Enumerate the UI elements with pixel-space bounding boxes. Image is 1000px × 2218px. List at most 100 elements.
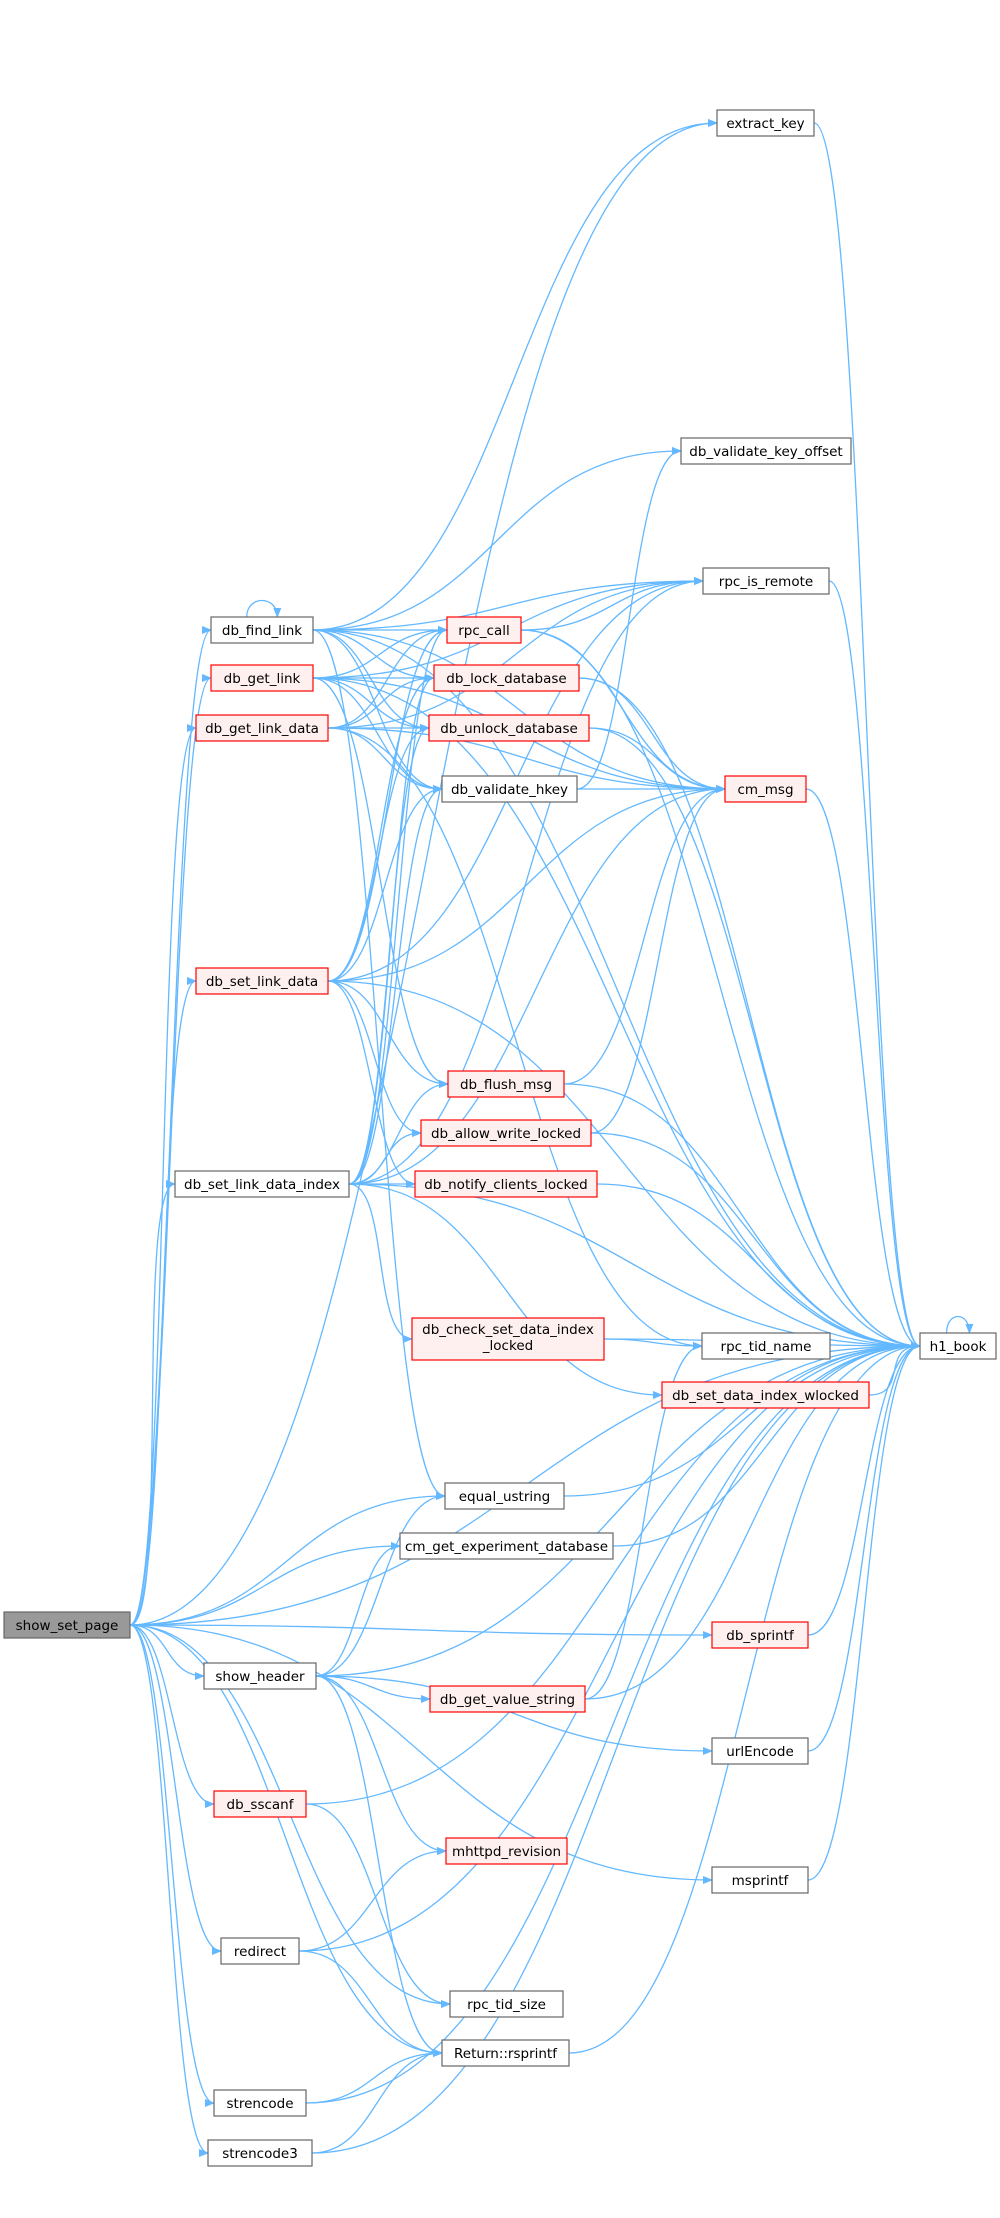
node-db-get-value-string[interactable]: db_get_value_string [429, 1685, 586, 1713]
node-db-flush-msg[interactable]: db_flush_msg [447, 1070, 565, 1098]
edge-cm-get-experiment-database-to-h1-book [612, 1342, 921, 1547]
node-db-lock-database[interactable]: db_lock_database [433, 664, 580, 692]
edge-db-find-link-to-db-validate-key-offset [312, 447, 682, 631]
node-db-find-link[interactable]: db_find_link [210, 616, 314, 644]
edge-db-allow-write-locked-to-h1-book [590, 1132, 921, 1350]
node-box [399, 1532, 614, 1560]
node-show-set-page[interactable]: show_set_page [3, 1611, 131, 1639]
node-rpc-is-remote[interactable]: rpc_is_remote [702, 567, 830, 595]
node-label: show_set_page [16, 1618, 119, 1634]
edge-db-set-link-data-index-to-rpc-is-remote [348, 577, 704, 1185]
node-db-sprintf[interactable]: db_sprintf [711, 1621, 809, 1649]
node-box [414, 1170, 598, 1198]
edge-db-get-link-data-to-rpc-tid-name [327, 727, 703, 1350]
node-label: extract_key [726, 116, 804, 132]
node-db-check-set-data-index-locked[interactable]: db_check_set_data_index_locked [411, 1317, 605, 1361]
node-db-set-link-data-index[interactable]: db_set_link_data_index [174, 1170, 350, 1198]
node-h1-book[interactable]: h1_book [919, 1332, 997, 1360]
edge-show-set-page-to-strencode3 [129, 1624, 209, 2157]
edge-equal-ustring-to-h1-book [563, 1342, 921, 1497]
node-label: redirect [234, 1944, 286, 1960]
node-strencode3[interactable]: strencode3 [207, 2139, 313, 2167]
node-extract-key[interactable]: extract_key [716, 109, 815, 137]
edge-db-flush-msg-to-cm-msg [563, 785, 726, 1085]
node-box [220, 1937, 300, 1965]
node-cm-msg[interactable]: cm_msg [724, 775, 807, 803]
node-msprintf[interactable]: msprintf [711, 1866, 809, 1894]
node-rpc-tid-name[interactable]: rpc_tid_name [701, 1332, 831, 1360]
node-box [195, 714, 329, 742]
node-box [213, 1790, 307, 1818]
edge-db-get-value-string-to-h1-book [584, 1342, 921, 1700]
edge-db-get-link-to-h1-book [312, 677, 921, 1350]
edge-redirect-to-return-rsprintf [298, 1950, 443, 2057]
node-rpc-call[interactable]: rpc_call [446, 616, 522, 644]
edge-rpc-call-to-h1-book [520, 629, 921, 1350]
node-return-rsprintf[interactable]: Return::rsprintf [441, 2039, 570, 2067]
node-db-sscanf[interactable]: db_sscanf [213, 1790, 307, 1818]
node-box [702, 567, 830, 595]
node-label: db_get_link [224, 671, 301, 687]
node-db-allow-write-locked[interactable]: db_allow_write_locked [420, 1119, 592, 1147]
node-equal-ustring[interactable]: equal_ustring [444, 1482, 565, 1510]
edge-redirect-to-h1-book [298, 1342, 921, 1952]
edge-show-header-to-cm-get-experiment-database [315, 1542, 401, 1677]
edge-show-set-page-to-strencode [129, 1624, 215, 2107]
node-box [445, 1837, 568, 1865]
edge-show-set-page-to-cm-get-experiment-database [129, 1542, 401, 1626]
node-db-validate-key-offset[interactable]: db_validate_key_offset [680, 437, 852, 465]
node-label: rpc_is_remote [719, 574, 813, 590]
edge-show-set-page-to-extract-key [129, 119, 718, 1626]
node-show-header[interactable]: show_header [203, 1662, 317, 1690]
edge-db-set-link-data-index-to-db-set-data-index-wlocked [348, 1183, 663, 1399]
node-label: strencode3 [222, 2146, 298, 2162]
edge-db-find-link-to-h1-book [312, 629, 921, 1350]
edge-db-find-link-to-db-lock-database [312, 629, 435, 682]
node-label: db_sscanf [227, 1797, 295, 1813]
edge-show-set-page-to-db-sprintf [129, 1624, 713, 1639]
edge-h1-book-to-h1-book [945, 1316, 974, 1334]
node-box [420, 1119, 592, 1147]
node-urlencode[interactable]: urlEncode [711, 1737, 809, 1765]
edge-db-find-link-to-extract-key [312, 119, 718, 631]
node-box [428, 714, 590, 742]
node-redirect[interactable]: redirect [220, 1937, 300, 1965]
node-db-unlock-database[interactable]: db_unlock_database [428, 714, 590, 742]
node-label: msprintf [732, 1873, 790, 1889]
edge-db-set-link-data-index-to-rpc-call [348, 626, 448, 1185]
node-box [433, 664, 580, 692]
edge-show-set-page-to-db-sscanf [129, 1624, 215, 1808]
node-strencode[interactable]: strencode [213, 2089, 307, 2117]
node-box [444, 1482, 565, 1510]
edge-redirect-to-mhttpd-revision [298, 1847, 447, 1952]
node-box [446, 616, 522, 644]
edge-db-sscanf-to-rpc-tid-size [305, 1803, 451, 2008]
node-box [449, 1990, 564, 2018]
edge-strencode-to-return-rsprintf [305, 2049, 443, 2104]
node-label: db_get_link_data [205, 721, 319, 737]
node-label: db_check_set_data_index_locked [422, 1322, 594, 1354]
node-label: cm_get_experiment_database [405, 1539, 608, 1555]
node-db-set-data-index-wlocked[interactable]: db_set_data_index_wlocked [661, 1381, 870, 1409]
edge-db-allow-write-locked-to-cm-msg [590, 785, 726, 1134]
node-mhttpd-revision[interactable]: mhttpd_revision [445, 1837, 568, 1865]
node-label: db_find_link [222, 623, 302, 639]
edge-db-set-link-data-index-to-db-allow-write-locked [348, 1129, 422, 1185]
node-box [411, 1317, 605, 1361]
node-db-validate-hkey[interactable]: db_validate_hkey [441, 775, 578, 803]
node-label: db_get_value_string [440, 1692, 575, 1708]
edge-show-set-page-to-equal-ustring [129, 1492, 446, 1626]
node-label: cm_msg [737, 782, 793, 798]
node-label: db_notify_clients_locked [424, 1177, 588, 1193]
node-rpc-tid-size[interactable]: rpc_tid_size [449, 1990, 564, 2018]
node-db-set-link-data[interactable]: db_set_link_data [195, 967, 329, 995]
node-box [203, 1662, 317, 1690]
nodes-layer: show_set_page extract_key db_validate_key_… [3, 109, 997, 2167]
node-cm-get-experiment-database[interactable]: cm_get_experiment_database [399, 1532, 614, 1560]
node-db-get-link-data[interactable]: db_get_link_data [195, 714, 329, 742]
node-label: show_header [215, 1669, 305, 1685]
edge-db-set-link-data-index-to-db-check-set-data-index-locked [348, 1183, 413, 1343]
node-db-notify-clients-locked[interactable]: db_notify_clients_locked [414, 1170, 598, 1198]
node-db-get-link[interactable]: db_get_link [210, 664, 314, 692]
